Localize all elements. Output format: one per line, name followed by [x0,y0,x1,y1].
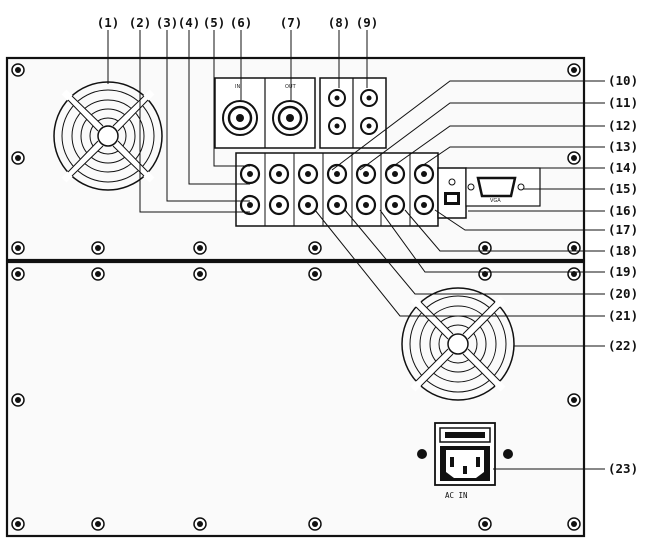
rca-jack [326,194,348,216]
upper-fan [53,81,163,191]
rca-jack [384,163,406,185]
switch-module [437,167,467,219]
ac-inlet: AC IN [417,422,513,500]
screw [193,267,207,281]
callout-label: (9) [356,15,379,30]
screw [193,517,207,531]
screw [567,517,581,531]
rca-jack [268,163,290,185]
screw [91,241,105,255]
lower-panel [5,260,586,538]
callout-label: (13) [608,139,638,154]
screw [567,151,581,165]
callout-label: (21) [608,308,638,323]
screw [478,517,492,531]
callout-label: (19) [608,264,638,279]
callout-label: (14) [608,160,638,175]
rca-jack [297,194,319,216]
callout-label: (23) [608,461,638,476]
screw [308,267,322,281]
out-connector [272,100,308,136]
callout-label: (3) [156,15,179,30]
callout-label: (8) [328,15,351,30]
rca-jack [297,163,319,185]
rca-jack [268,194,290,216]
callouts-top: (1) (2) (3)(4)(5) (6) (7) (8) (9) [97,15,379,30]
panel-screws [11,63,581,531]
callout-label: (17) [608,222,638,237]
lower-fan [401,287,515,401]
screw [11,241,25,255]
callout-label: (12) [608,118,638,133]
screw [567,267,581,281]
callouts-right: (10) (11) (12) (13) (14) (15) (16) (17) (18) (19)… [608,73,638,476]
screw [567,241,581,255]
callout-label: (18) [608,243,638,258]
in-label: IN [235,84,240,90]
screw [308,517,322,531]
rca-jack [413,163,435,185]
vga-port: VGA [465,167,541,207]
callout-label: (10) [608,73,638,88]
screw [308,241,322,255]
screw [567,393,581,407]
ac-in-label: AC IN [445,491,468,500]
screw [11,393,25,407]
rca-jack [326,163,348,185]
screw [478,267,492,281]
vga-label: VGA [490,198,501,204]
rca-jack [384,194,406,216]
screw [11,517,25,531]
rca-jack [355,194,377,216]
screw [478,241,492,255]
callout-label: (1) [97,15,120,30]
screw [91,517,105,531]
screw [11,267,25,281]
rca-jack [413,194,435,216]
callout-label: (4) [178,15,201,30]
in-connector [222,100,258,136]
callout-label: (7) [280,15,303,30]
screw [91,267,105,281]
screw [193,241,207,255]
small-jack-module [319,77,387,149]
callout-label: (16) [608,203,638,218]
callout-label: (6) [230,15,253,30]
callout-label: (2) [129,15,152,30]
leader-lines [107,30,605,470]
callout-label: (22) [608,338,638,353]
rca-jack [355,163,377,185]
screw [11,151,25,165]
callout-label: (20) [608,286,638,301]
rca-jack [239,163,261,185]
callout-label: (5) [203,15,226,30]
screw [11,63,25,77]
rca-jack [239,194,261,216]
callout-label: (15) [608,181,638,196]
jack-strip [235,152,439,227]
callout-label: (11) [608,95,638,110]
screw [567,63,581,77]
in-out-module: IN OUT [214,77,316,149]
